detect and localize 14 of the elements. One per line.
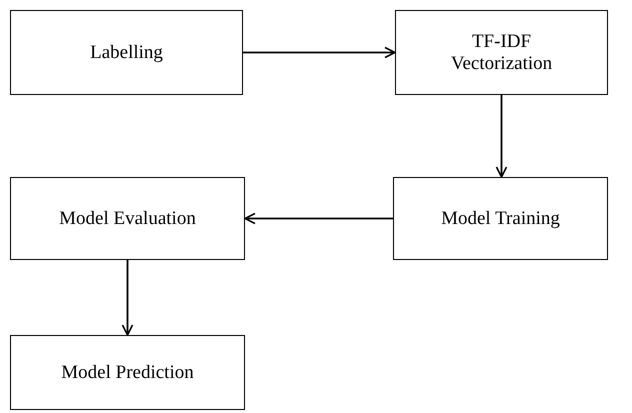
box-label: Labelling [90, 42, 163, 64]
process-box [10, 10, 243, 95]
process-box [10, 177, 245, 260]
arrow [122, 260, 134, 336]
arrow [244, 212, 393, 224]
arrow [243, 46, 396, 58]
box-label: Model Evaluation [59, 208, 196, 230]
box-label: TF-IDF Vectorization [450, 30, 554, 74]
arrow [496, 95, 508, 178]
process-box [10, 335, 245, 410]
box-label: Model Prediction [61, 362, 194, 384]
process-box [393, 177, 608, 260]
box-label: Model Training [441, 208, 560, 230]
process-box [395, 10, 608, 95]
